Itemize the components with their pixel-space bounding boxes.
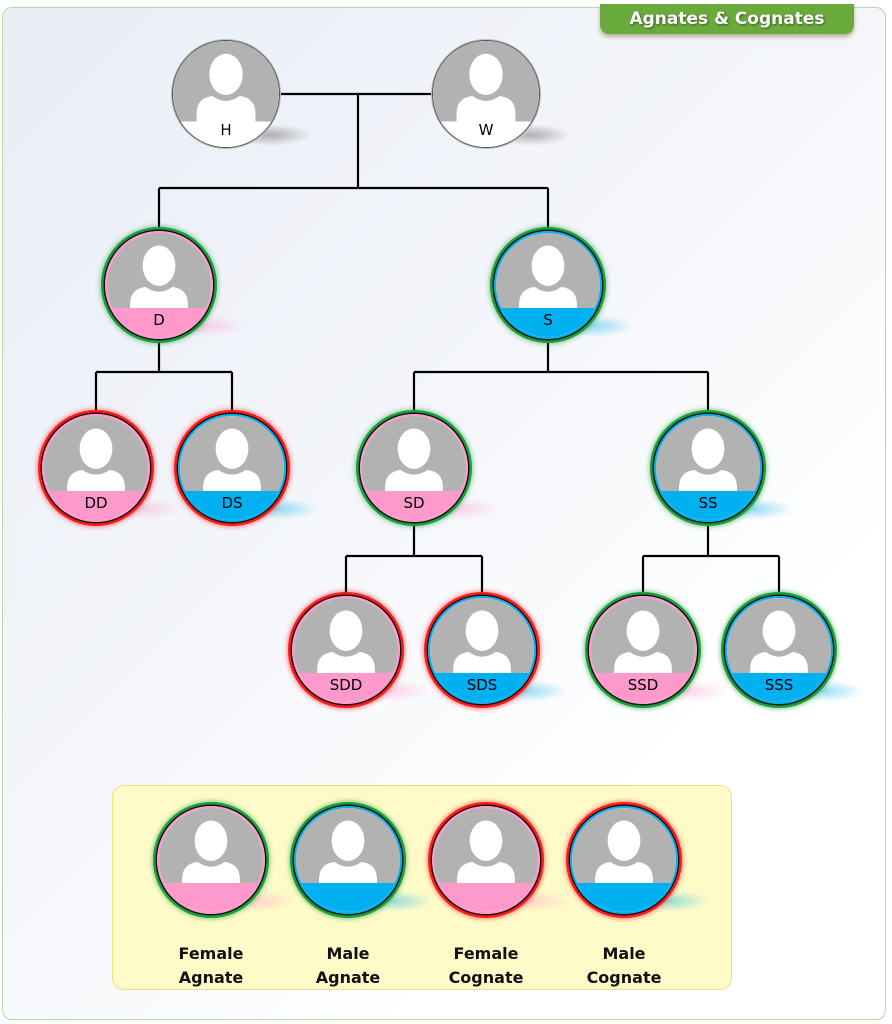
legend-label-line1: Female (453, 944, 519, 963)
female-band (362, 490, 466, 520)
person-node-sss[interactable]: SSS (725, 596, 865, 704)
legend-swatch (570, 806, 710, 914)
female-band (434, 882, 538, 912)
node-label: SDD (329, 676, 363, 694)
person-node-sdd[interactable]: SDD (292, 596, 432, 704)
male-band (727, 672, 831, 702)
person-node-ssd[interactable]: SSD (589, 596, 729, 704)
legend-label-line1: Male (602, 944, 646, 963)
node-label: SD (403, 494, 425, 512)
connector-sd-children (344, 524, 484, 596)
node-label: SSD (627, 676, 659, 694)
person-circle (157, 806, 265, 914)
male-band (430, 672, 534, 702)
male-band (572, 882, 676, 912)
person-circle (570, 806, 678, 914)
node-label: SDS (466, 676, 498, 694)
person-node-ss[interactable]: SS (654, 414, 794, 522)
connector-gen1-bar (157, 186, 550, 230)
person-node-dd[interactable]: DD (42, 414, 182, 522)
person-circle: SS (654, 414, 762, 522)
person-node-h[interactable]: H (172, 40, 312, 148)
person-node-s[interactable]: S (494, 231, 634, 339)
person-node-sd[interactable]: SD (360, 414, 500, 522)
person-circle (432, 806, 540, 914)
male-band (656, 490, 760, 520)
node-label: W (478, 121, 494, 139)
person-node-w[interactable]: W (432, 40, 572, 148)
female-band (107, 307, 211, 337)
node-label: S (543, 311, 553, 329)
person-circle: W (432, 40, 540, 148)
person-avatar-icon (173, 41, 279, 147)
legend-label-line1: Male (326, 944, 370, 963)
connector-s-down (412, 340, 710, 412)
legend-label-line2: Cognate (586, 968, 662, 987)
legend-label-line2: Agnate (315, 968, 381, 987)
male-band (296, 882, 400, 912)
person-circle: DD (42, 414, 150, 522)
node-label: DS (221, 494, 243, 512)
legend-swatch (294, 806, 434, 914)
person-node-ds[interactable]: DS (178, 414, 318, 522)
female-band (159, 882, 263, 912)
connector-d-children (94, 340, 234, 412)
legend-swatch (157, 806, 297, 914)
node-label: DD (84, 494, 108, 512)
legend-label-line2: Agnate (178, 968, 244, 987)
female-band (591, 672, 695, 702)
male-band (180, 490, 284, 520)
person-circle: SDS (428, 596, 536, 704)
female-band (294, 672, 398, 702)
node-label: SS (698, 494, 718, 512)
node-label: SSS (764, 676, 794, 694)
connector-ss-children (641, 524, 781, 596)
person-circle: S (494, 231, 602, 339)
person-circle: SD (360, 414, 468, 522)
diagram-title: Agnates & Cognates (600, 4, 854, 34)
person-circle: H (172, 40, 280, 148)
legend-label-line1: Female (178, 944, 244, 963)
node-label: D (153, 311, 165, 329)
legend-swatch (432, 806, 572, 914)
person-node-sds[interactable]: SDS (428, 596, 568, 704)
node-label: H (220, 121, 232, 139)
person-circle: DS (178, 414, 286, 522)
person-circle: SSS (725, 596, 833, 704)
person-avatar-icon (433, 41, 539, 147)
legend-label-line2: Cognate (448, 968, 524, 987)
person-circle: D (105, 231, 213, 339)
person-circle: SDD (292, 596, 400, 704)
male-band (496, 307, 600, 337)
person-circle (294, 806, 402, 914)
person-node-d[interactable]: D (105, 231, 245, 339)
person-circle: SSD (589, 596, 697, 704)
female-band (44, 490, 148, 520)
